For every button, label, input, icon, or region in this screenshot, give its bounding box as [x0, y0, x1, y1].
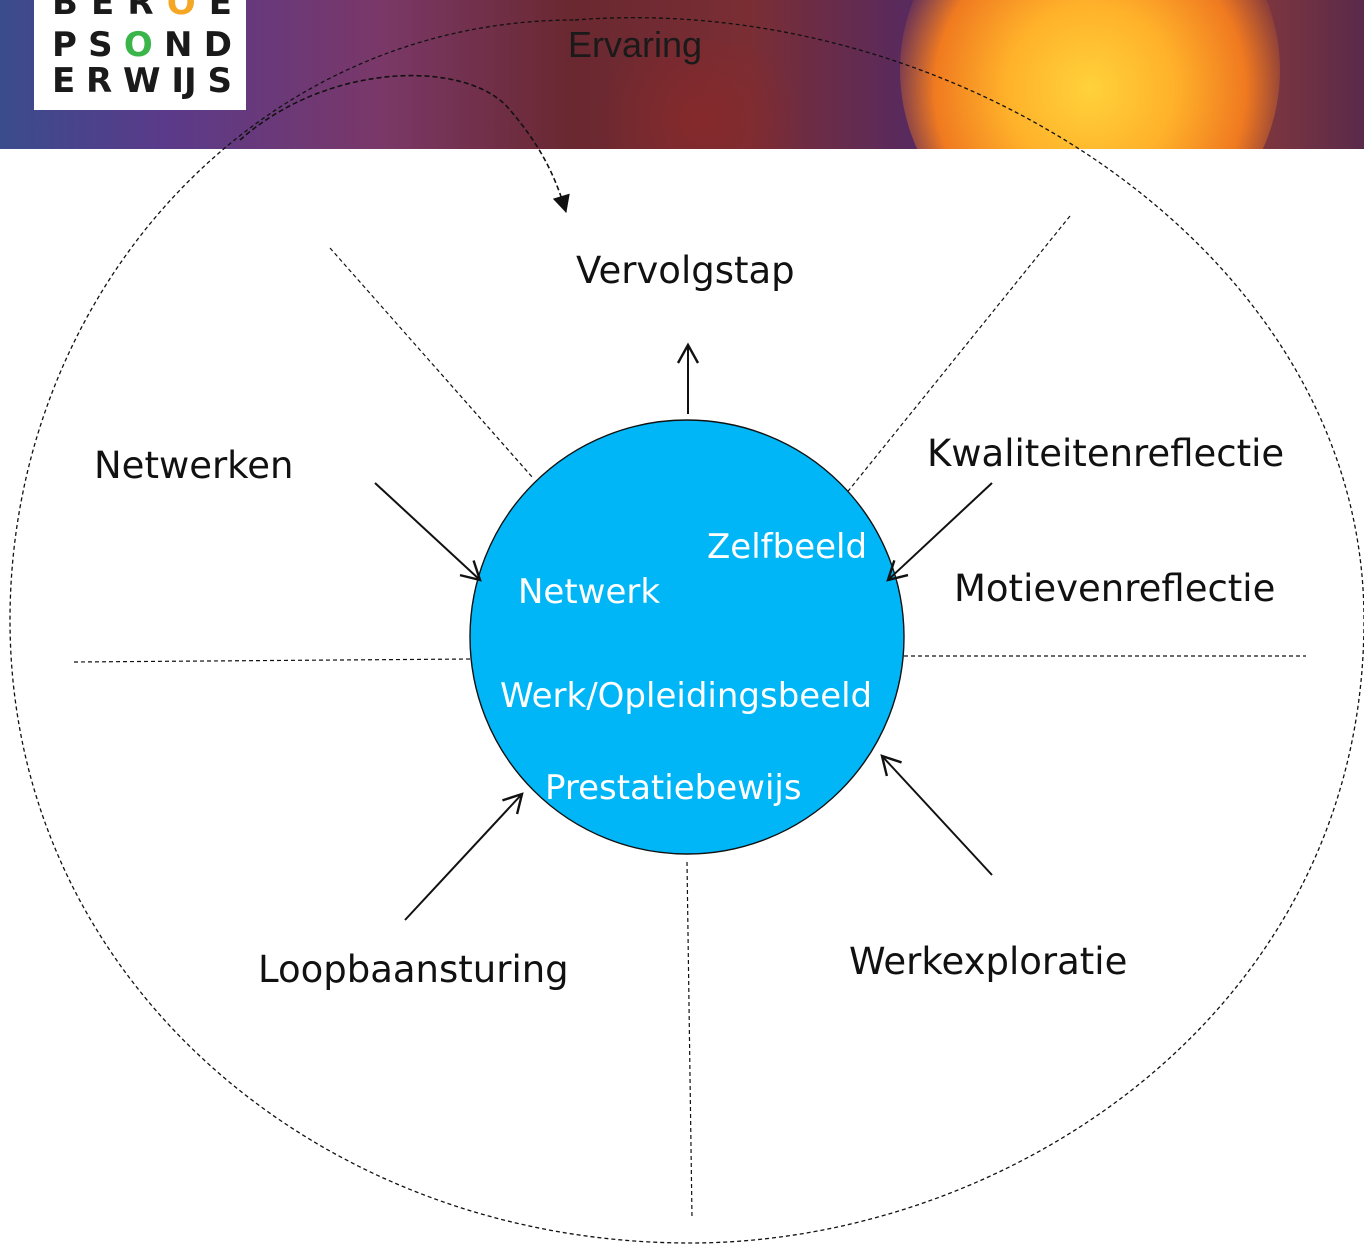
logo-letter: S [88, 25, 113, 65]
logo-letter: N [164, 25, 193, 65]
logo-letter: W [123, 61, 161, 101]
arrow-from-kwaliteitenreflectie [886, 482, 993, 582]
logo-row-3: E R W IJ S [52, 64, 232, 98]
cycle-return-arrow [239, 74, 570, 214]
label-vervolgstap: Vervolgstap [576, 249, 795, 292]
header-glow-decoration [900, 0, 1280, 149]
inner-label-prestatiebewijs: Prestatiebewijs [545, 768, 802, 808]
center-circle [469, 419, 905, 855]
logo-row-2: P S O N D [52, 28, 232, 62]
label-loopbaansturing: Loopbaansturing [258, 948, 569, 991]
arrow-from-loopbaansturing [404, 792, 524, 921]
sector-divider-upper-right [844, 215, 1071, 496]
logo-letter: S [207, 61, 233, 101]
label-werkexploratie: Werkexploratie [849, 940, 1128, 983]
label-netwerken: Netwerken [94, 444, 294, 487]
logo-letter: E [91, 0, 115, 23]
logo-letter: P [52, 25, 77, 65]
inner-label-zelfbeeld: Zelfbeeld [707, 527, 868, 567]
inner-label-netwerk: Netwerk [518, 572, 661, 612]
header-banner: B E R O E P S O N D E R W IJ S Ervaring [0, 0, 1364, 149]
logo-letter: IJ [171, 61, 197, 101]
logo-letter: D [203, 25, 232, 65]
inner-label-werkbeeld: Werk/Opleidingsbeeld [500, 676, 873, 716]
logo: B E R O E P S O N D E R W IJ S [34, 0, 246, 110]
label-motievenreflectie: Motievenreflectie [954, 567, 1276, 610]
arrow-from-werkexploratie [880, 754, 993, 876]
logo-letter: O [166, 0, 196, 23]
arrow-from-netwerken [374, 482, 482, 582]
logo-letter: R [127, 0, 154, 23]
logo-letter: O [123, 25, 153, 65]
sector-divider-left [73, 658, 473, 663]
header-title: Ervaring [568, 24, 703, 65]
logo-letter: E [52, 61, 76, 101]
label-kwaliteitenreflectie: Kwaliteitenreflectie [927, 432, 1285, 475]
logo-letter: E [208, 0, 232, 23]
logo-row-1: B E R O E [52, 0, 232, 20]
sector-divider-upper-left [329, 247, 534, 479]
sector-divider-bottom [686, 861, 693, 1219]
logo-letter: B [52, 0, 78, 23]
outer-cycle-circle [9, 17, 1364, 1244]
logo-letter: R [86, 61, 113, 101]
